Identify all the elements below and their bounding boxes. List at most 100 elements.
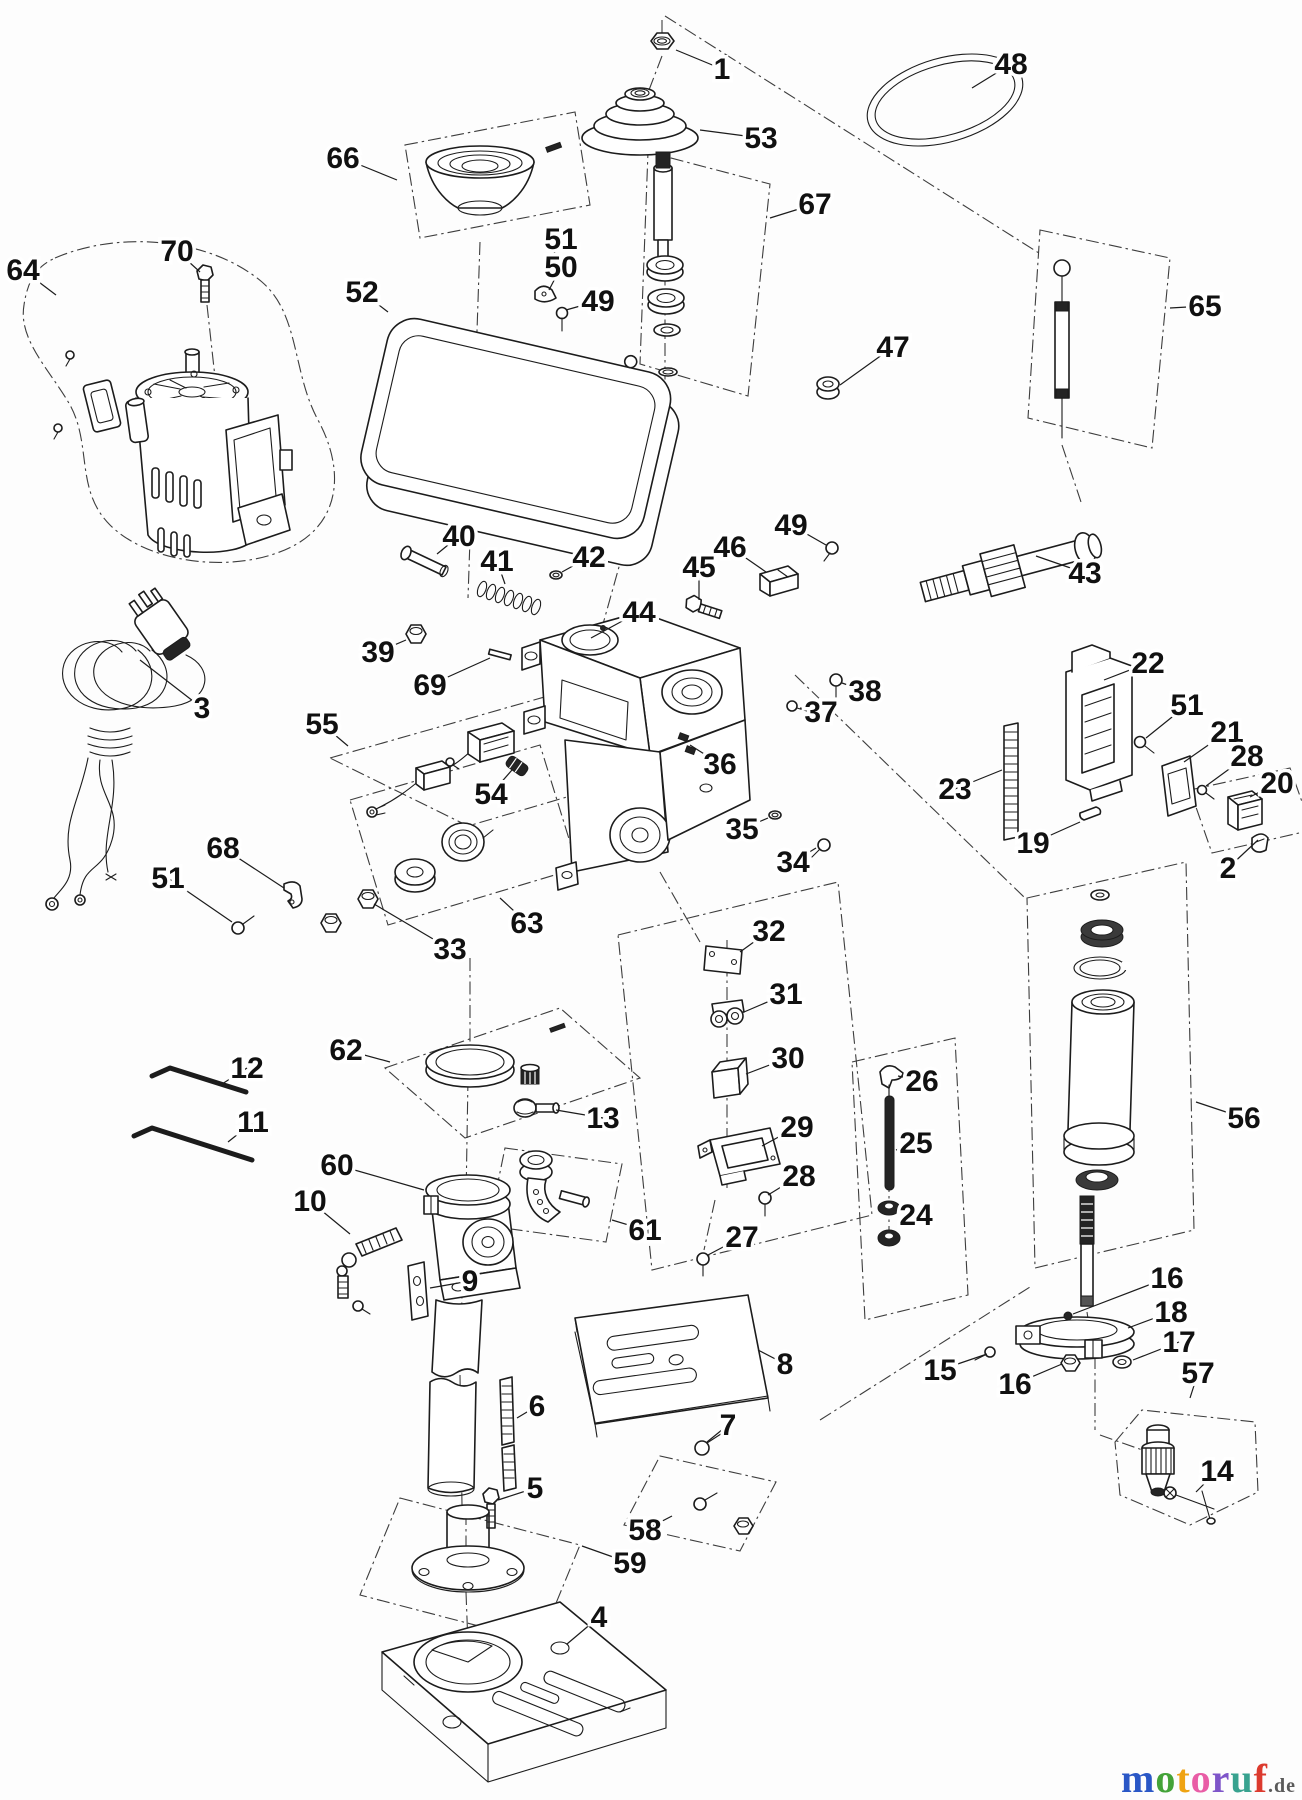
part-label-56: 56 [1227, 1102, 1260, 1135]
part-1-nut [650, 32, 675, 50]
part-63-return-spring [394, 822, 494, 893]
part-57-chuck [1141, 1424, 1175, 1497]
part-label-16: 16 [1150, 1262, 1183, 1295]
part-label-27: 27 [725, 1221, 758, 1254]
part-label-47: 47 [876, 331, 909, 364]
part-label-40: 40 [442, 520, 475, 553]
part-label-25: 25 [899, 1127, 932, 1160]
logo-letter: t [1176, 1756, 1191, 1800]
part-16-set-screw [1063, 1311, 1073, 1321]
part-label-18: 18 [1154, 1296, 1187, 1329]
part-38-screw [829, 673, 843, 698]
part-46-clip-block [759, 565, 799, 597]
leader-line-64-6 [22, 269, 57, 296]
leader-line-41-14 [496, 560, 506, 585]
leader-line-28-28 [1205, 755, 1248, 787]
part-60-table-bracket [423, 1174, 521, 1301]
leader-line-12-46 [221, 1067, 248, 1085]
part-label-46: 46 [713, 531, 746, 564]
part-label-33: 33 [433, 933, 466, 966]
part-67-spindle-bearing-stack [646, 151, 685, 377]
leader-line-49-18 [790, 524, 827, 546]
leader-line-69-22 [429, 657, 491, 686]
part-56-quill-assembly [1063, 889, 1135, 1307]
part-label-67: 67 [798, 188, 831, 221]
leader-line-4-73 [566, 1616, 600, 1645]
leader-line-14-72 [1195, 1470, 1218, 1493]
part-25-torsion-rod [884, 1084, 895, 1191]
leader-line-17-63 [1132, 1341, 1180, 1361]
part-16-nut [1060, 1354, 1081, 1372]
part-label-37: 37 [804, 696, 837, 729]
part-label-31: 31 [769, 978, 802, 1011]
leader-line-66-3 [342, 157, 398, 181]
part-label-63: 63 [510, 907, 543, 940]
part-label-48: 48 [994, 48, 1027, 81]
part-label-51: 51 [544, 223, 577, 256]
part-label-41: 41 [480, 545, 513, 578]
leader-line-58-70 [644, 1515, 673, 1531]
leader-line-38-24 [841, 682, 866, 692]
leader-line-8-60 [757, 1349, 786, 1365]
part-20-switch [1227, 790, 1263, 831]
part-33-nuts [320, 889, 379, 933]
leader-line-36-31 [689, 744, 721, 765]
part-label-32: 32 [752, 915, 785, 948]
part-45-bolt [685, 594, 723, 620]
leader-line-5-69 [497, 1487, 536, 1501]
leader-line-25-50 [895, 1142, 917, 1151]
leader-line-7-65 [706, 1424, 729, 1443]
part-label-45: 45 [682, 551, 715, 584]
part-label-12: 12 [230, 1052, 263, 1085]
leader-line-6-67 [516, 1405, 538, 1419]
part-64-motor-assembly [53, 348, 293, 558]
part-label-13: 13 [586, 1102, 619, 1135]
leader-line-48-2 [971, 63, 1012, 89]
part-label-51: 51 [151, 862, 184, 895]
part-label-24: 24 [899, 1199, 933, 1232]
part-18-table-collar [1015, 1316, 1135, 1360]
motoruf-logo[interactable]: motoruf.de [1121, 1759, 1296, 1799]
leader-line-35-35 [741, 817, 769, 830]
leader-line-62-48 [345, 1049, 391, 1063]
part-label-62: 62 [329, 1034, 362, 1067]
part-label-38: 38 [848, 675, 881, 708]
part-label-55: 55 [305, 708, 338, 741]
leader-line-16-61 [1072, 1277, 1168, 1315]
leader-line-19-34 [1032, 821, 1081, 844]
leader-line-54-33 [490, 769, 513, 795]
part-3-power-cord [45, 587, 206, 911]
part-59-column-flange [411, 1504, 525, 1593]
part-51-screw-left [231, 915, 255, 935]
part-26-spring-clip [879, 1065, 904, 1089]
leader-line-65-12 [1169, 305, 1206, 309]
part-23-rack [1003, 722, 1019, 841]
part-27-screw [696, 1252, 710, 1277]
leader-line-57-68 [1189, 1372, 1199, 1399]
leader-line-29-49 [761, 1126, 798, 1147]
part-label-23: 23 [938, 773, 971, 806]
part-label-19: 19 [1016, 827, 1049, 860]
leader-line-24-58 [900, 1209, 917, 1216]
leader-line-16-66 [1014, 1363, 1063, 1385]
leader-line-9-59 [429, 1280, 471, 1289]
part-29-bracket-frame [697, 1127, 781, 1186]
part-label-28: 28 [782, 1160, 815, 1193]
part-58-screws [693, 1492, 754, 1535]
part-42-ring [549, 570, 563, 580]
part-label-20: 20 [1260, 767, 1293, 800]
part-label-52: 52 [345, 276, 378, 309]
part-label-3: 3 [194, 692, 211, 725]
part-61-crank-arm [519, 1150, 590, 1223]
leader-line-60-54 [336, 1164, 425, 1191]
leader-line-1-0 [675, 49, 723, 70]
leader-line-40-13 [436, 535, 460, 555]
part-68-clamp-clip [283, 881, 303, 909]
part-label-16: 16 [998, 1368, 1031, 1401]
part-label-44: 44 [622, 596, 656, 629]
part-label-66: 66 [326, 142, 359, 175]
leader-line-52-9 [361, 291, 389, 313]
part-label-14: 14 [1200, 1455, 1234, 1488]
leader-line-20-30 [1249, 782, 1278, 798]
